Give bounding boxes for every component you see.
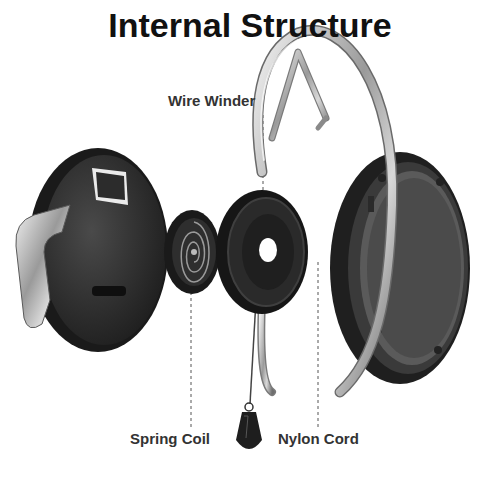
front-cover: [330, 152, 470, 384]
part-label: Wire Winder: [168, 92, 255, 109]
back-cover: [16, 148, 168, 352]
part-label: Spring Coil: [130, 430, 210, 447]
wire-winder: [216, 190, 308, 314]
diagram-title: Internal Structure: [0, 6, 500, 45]
leader-line: [318, 262, 319, 428]
spring-coil: [164, 210, 220, 294]
leader-line: [191, 292, 192, 428]
part-label: Nylon Cord: [278, 430, 359, 447]
nylon-cord: [236, 300, 262, 449]
